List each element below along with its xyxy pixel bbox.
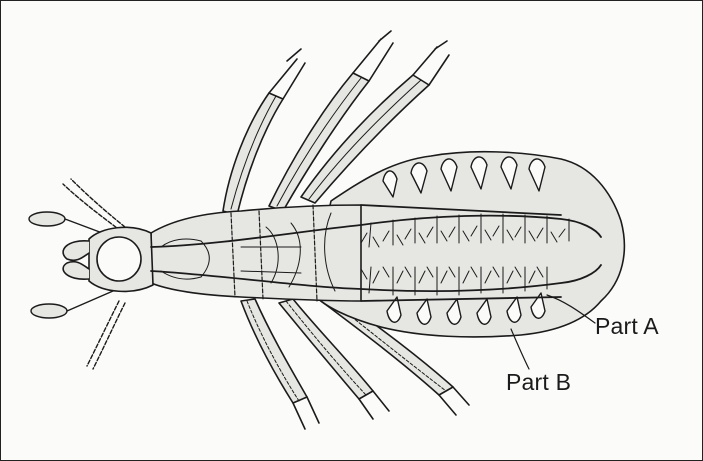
part-b-label: Part B <box>506 369 571 396</box>
part-a-label: Part A <box>595 313 659 340</box>
head <box>63 227 153 291</box>
